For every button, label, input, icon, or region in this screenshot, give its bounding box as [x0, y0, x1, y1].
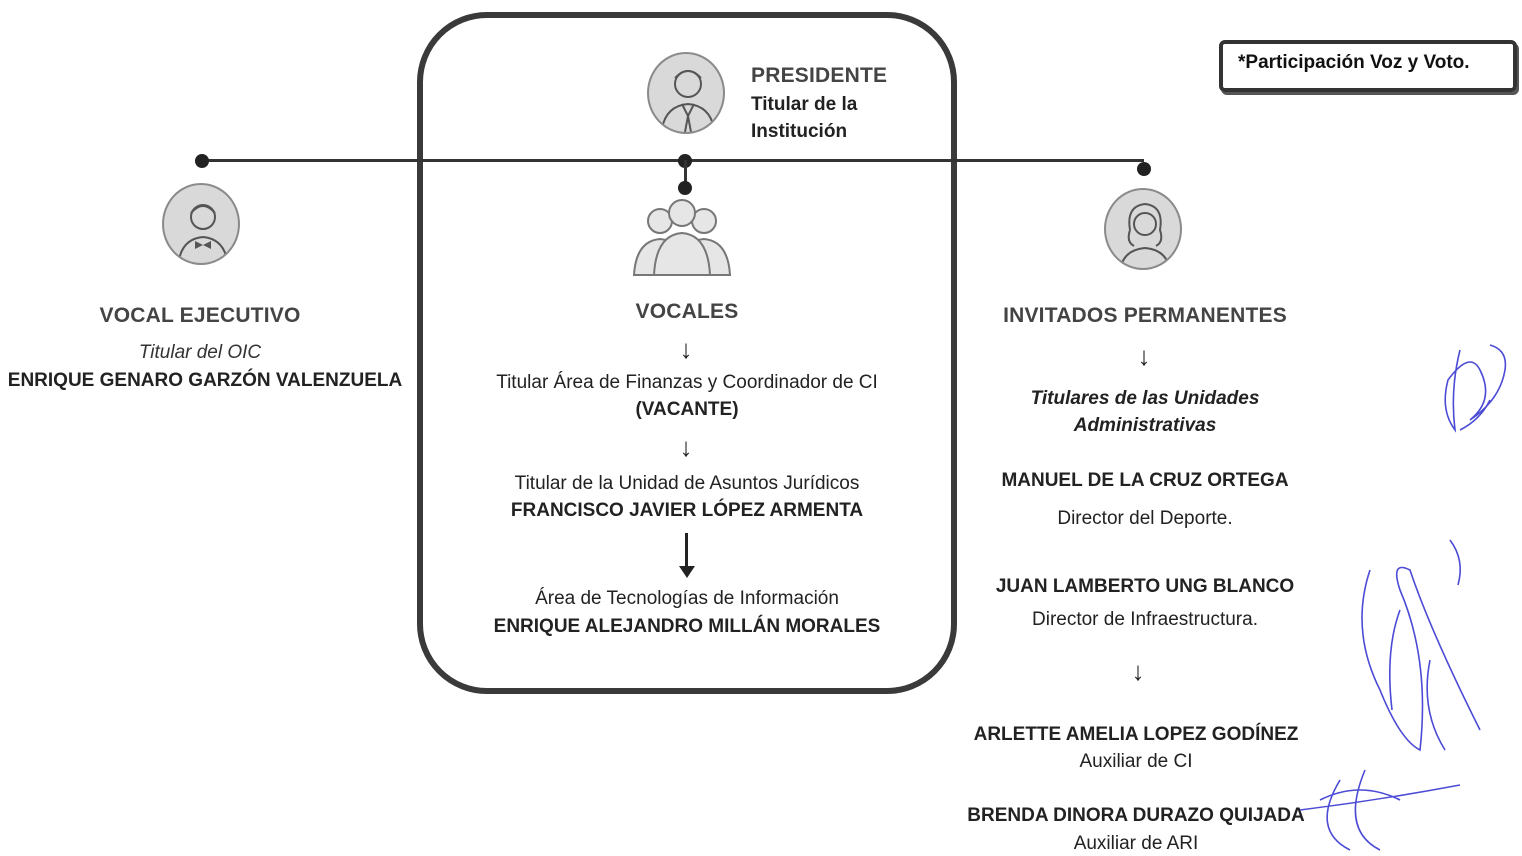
man-with-bowtie-avatar-icon: [162, 183, 240, 265]
vocal-ejecutivo-name: ENRIQUE GENARO GARZÓN VALENZUELA: [7, 370, 403, 391]
vocal-item-1-name: (VACANTE): [635, 399, 739, 420]
connector-node-right: [1137, 162, 1151, 176]
invitados-title: INVITADOS PERMANENTES: [1003, 304, 1287, 327]
invitado-2-name: JUAN LAMBERTO UNG BLANCO: [995, 576, 1295, 597]
invitado-1-name: MANUEL DE LA CRUZ ORTEGA: [1001, 470, 1289, 491]
president-subtitle-line2: Institución: [751, 121, 848, 142]
president-subtitle-line1: Titular de la: [751, 94, 858, 115]
connector-node-left: [195, 154, 209, 168]
invitado-2-role: Director de Infraestructura.: [1032, 609, 1258, 630]
vocal-ejecutivo-title: VOCAL EJECUTIVO: [99, 304, 301, 327]
arrow-down-icon: ↓: [1131, 656, 1145, 686]
invitado-3-role: Auxiliar de CI: [1079, 751, 1193, 772]
vocales-title: VOCALES: [635, 300, 739, 323]
vocales-frame: [417, 12, 957, 694]
arrow-down-icon: [679, 566, 695, 578]
arrow-down-icon-shaft: [685, 533, 688, 569]
invitado-1-role: Director del Deporte.: [1057, 508, 1233, 529]
note-box: [1219, 40, 1517, 92]
invitado-4-role: Auxiliar de ARI: [1073, 833, 1199, 854]
man-in-suit-avatar-icon: [647, 52, 725, 134]
connector-line: [202, 159, 1144, 162]
signature-marks: [1299, 344, 1507, 851]
woman-avatar-icon: [1104, 188, 1182, 270]
vocal-item-3-role: Área de Tecnologías de Información: [535, 588, 839, 609]
vocal-item-2-name: FRANCISCO JAVIER LÓPEZ ARMENTA: [510, 500, 864, 521]
vocal-item-3-name: ENRIQUE ALEJANDRO MILLÁN MORALES: [493, 616, 881, 637]
note-text: *Participación Voz y Voto.: [1238, 52, 1470, 73]
invitado-3-name: ARLETTE AMELIA LOPEZ GODÍNEZ: [973, 724, 1299, 745]
connector-stem: [684, 160, 687, 188]
invitados-subtitle-line1: Titulares de las Unidades: [1030, 388, 1260, 409]
arrow-down-icon: ↓: [679, 432, 693, 462]
arrow-down-icon: ↓: [1137, 341, 1151, 371]
vocal-item-1-role: Titular Área de Finanzas y Coordinador d…: [496, 372, 878, 393]
vocal-ejecutivo-role: Titular del OIC: [138, 342, 262, 363]
president-title: PRESIDENTE: [751, 64, 888, 87]
connector-node-stem: [678, 181, 692, 195]
vocal-item-2-role: Titular de la Unidad de Asuntos Jurídico…: [514, 473, 860, 494]
invitado-4-name: BRENDA DINORA DURAZO QUIJADA: [967, 805, 1305, 826]
group-of-people-icon: [630, 195, 734, 277]
arrow-down-icon: ↓: [679, 334, 693, 364]
invitados-subtitle-line2: Administrativas: [1073, 415, 1217, 436]
